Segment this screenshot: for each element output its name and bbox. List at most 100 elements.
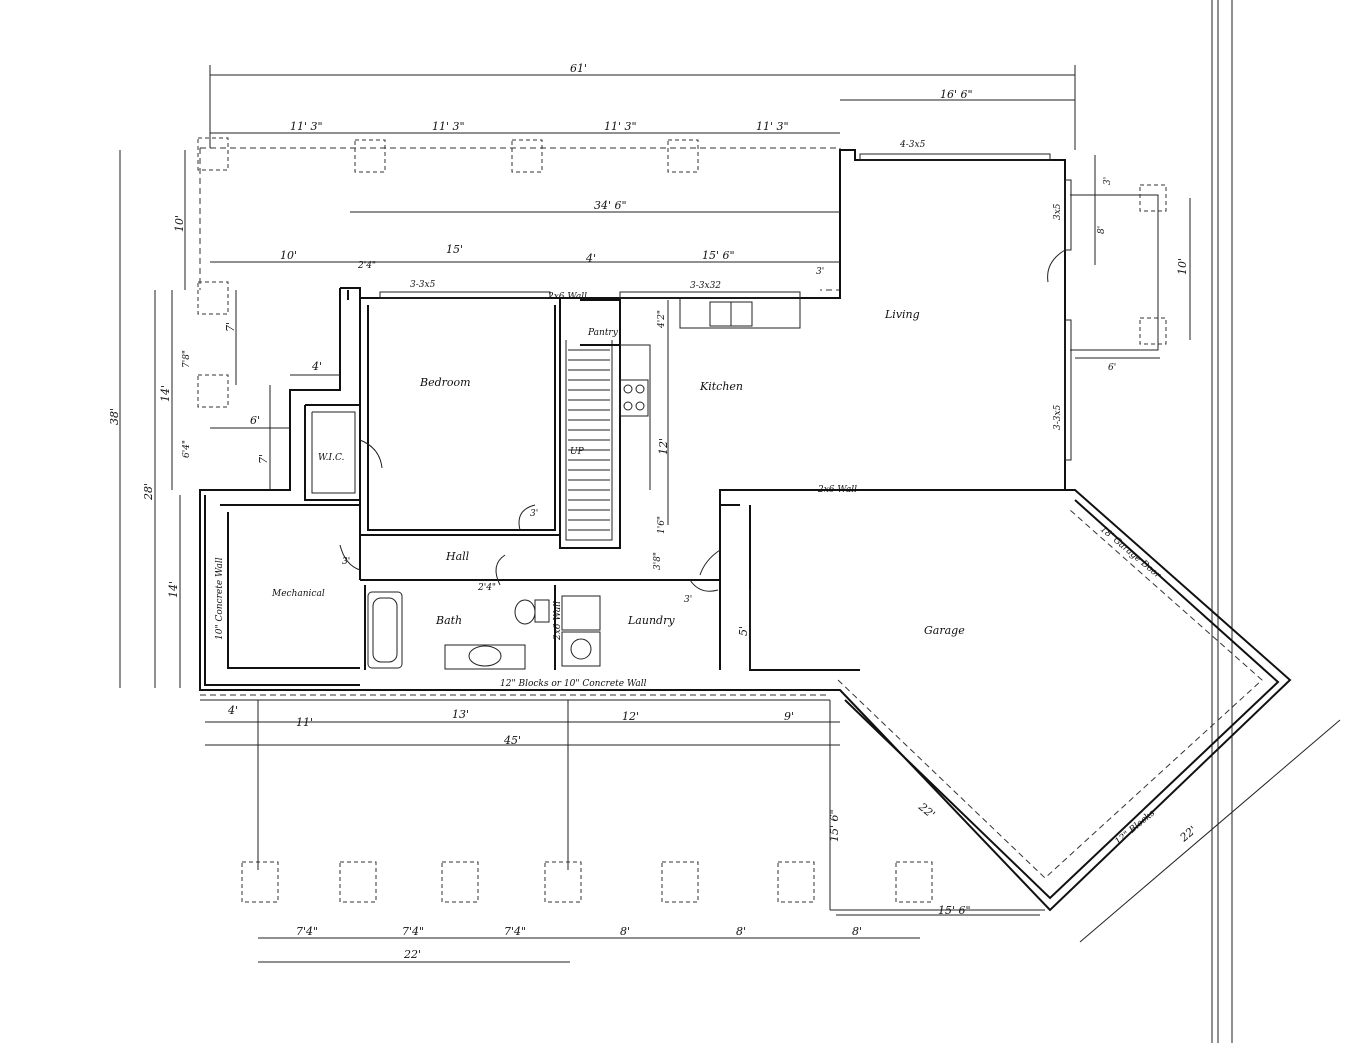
window-labels: 4-3x5 3-3x5 3-3x32 3x5 3-3x5 <box>410 140 1063 430</box>
note-2x6-garage: 2x6 Wall <box>817 485 857 495</box>
dim-seg-3: 3' <box>816 267 824 277</box>
doors <box>339 249 1066 592</box>
range-icon <box>619 379 649 417</box>
vanity-sink-icon <box>468 645 502 667</box>
stair-treads <box>568 349 610 531</box>
dim-pier-22: 22' <box>403 948 421 961</box>
dim-bay-4: 11' 3" <box>756 120 789 133</box>
window-east-low <box>1064 319 1072 461</box>
dim-bot-13: 13' <box>452 708 469 721</box>
dim-kitchen-1-6: 1'6" <box>657 516 667 534</box>
note-south-wall: 12" Blocks or 10" Concrete Wall <box>500 679 647 689</box>
dim-left-10: 10' <box>173 215 186 232</box>
dim-stair-3-8: 3'8" <box>653 552 663 570</box>
dim-left-6: 6' <box>250 414 260 427</box>
dim-inner-width: 34' 6" <box>594 199 627 212</box>
window-label-top-mid: 3-3x32 <box>690 281 721 291</box>
dim-pier-8a: 8' <box>620 925 630 938</box>
dryer-icon <box>561 631 601 667</box>
room-label-laundry: Laundry <box>627 614 675 627</box>
room-labels: Bedroom Living Kitchen Pantry W.I.C. Hal… <box>271 308 965 637</box>
room-label-kitchen: Kitchen <box>699 380 743 393</box>
room-label-garage: Garage <box>924 624 965 637</box>
dim-bot-9: 9' <box>784 710 794 723</box>
fixtures <box>367 153 1072 670</box>
dim-door-3b: 3' <box>342 557 350 567</box>
dim-pier-7-4b: 7'4" <box>402 925 424 938</box>
exterior-walls <box>199 147 1292 912</box>
dimension-lines <box>119 65 1341 963</box>
dim-seg-10: 10' <box>280 249 297 262</box>
toilet-icon <box>514 599 536 625</box>
dim-pier-7-4a: 7'4" <box>296 925 318 938</box>
dim-left-6-4: 6'4" <box>182 440 192 458</box>
window-label-east-low: 3-3x5 <box>1053 404 1063 430</box>
room-label-wic: W.I.C. <box>318 453 345 463</box>
dim-kitchen-12: 12' <box>657 438 670 455</box>
room-label-hall: Hall <box>445 550 470 563</box>
dim-kitchen-4-2: 4'2" <box>657 310 667 329</box>
dim-left-4: 4' <box>311 360 322 373</box>
east-porch <box>1070 184 1167 351</box>
window-label-east-top: 3x5 <box>1053 203 1063 220</box>
dim-east-offset: 16' 6" <box>940 88 973 101</box>
note-2x6-bath: 2x6 Wall <box>553 601 563 641</box>
note-garage-blocks: 12" Blocks <box>1114 808 1158 847</box>
dim-bay-3: 11' 3" <box>604 120 637 133</box>
dim-east-3: 3' <box>1103 177 1113 185</box>
dim-left-38: 38' <box>108 408 121 425</box>
dim-garage-22b: 22' <box>1177 823 1199 845</box>
dim-pier-8b: 8' <box>736 925 746 938</box>
window-top-right <box>859 153 1051 161</box>
window-top-mid <box>619 291 801 299</box>
dim-overall-width: 61' <box>570 62 587 75</box>
note-garage-door: 18' Garage Door <box>1098 525 1163 582</box>
window-east-top <box>1064 179 1072 251</box>
dim-door-3c: 3' <box>684 595 692 605</box>
window-label-top-left: 3-3x5 <box>410 280 436 290</box>
bathtub-icon <box>367 591 403 669</box>
dim-bot-11: 11' <box>296 716 313 729</box>
dim-east-6: 6' <box>1108 363 1116 373</box>
dim-left-7a: 7' <box>224 322 237 332</box>
dim-east-10: 10' <box>1176 258 1189 275</box>
dim-pier-8c: 8' <box>852 925 862 938</box>
dim-seg-2-4: 2'4" <box>357 261 376 271</box>
dim-seg-15: 15' <box>446 243 463 256</box>
dim-door-2-4: 2'4" <box>477 583 496 593</box>
dim-bay-2: 11' 3" <box>432 120 465 133</box>
dimension-labels: 61' 16' 6" 11' 3" 11' 3" 11' 3" 11' 3" 3… <box>108 62 1199 961</box>
stair-up-label: UP <box>570 447 585 457</box>
dim-left-14b: 14' <box>167 581 180 598</box>
dim-bot-12: 12' <box>622 710 639 723</box>
piers <box>197 137 1045 911</box>
note-2x6-top: 2x6 Wall <box>547 292 587 302</box>
page-edge-lines <box>1211 0 1233 1043</box>
dim-porch-15-6: 15' 6" <box>828 809 841 842</box>
window-label-top-right: 4-3x5 <box>899 140 926 150</box>
room-label-living: Living <box>884 308 920 321</box>
note-west-wall: 10" Concrete Wall <box>215 557 225 640</box>
room-label-bath: Bath <box>435 614 462 627</box>
room-label-mechanical: Mechanical <box>271 589 325 599</box>
window-top-left <box>379 291 551 299</box>
dim-bot-45: 45' <box>503 734 521 747</box>
dim-bot-4: 4' <box>227 704 238 717</box>
dim-door-3a: 3' <box>530 509 538 519</box>
wall-notes: 12" Blocks or 10" Concrete Wall 10" Conc… <box>215 292 1163 847</box>
washer-icon <box>561 595 601 631</box>
dim-garage-22a: 22' <box>915 800 937 822</box>
dim-seg-4: 4' <box>585 252 596 265</box>
interior-walls <box>220 298 860 671</box>
dim-left-14a: 14' <box>159 385 172 402</box>
dim-bay-1: 11' 3" <box>290 120 323 133</box>
room-label-pantry: Pantry <box>587 328 619 338</box>
dim-garage-5: 5' <box>737 626 750 636</box>
dim-left-7-8: 7'8" <box>182 350 192 368</box>
dim-left-7b: 7' <box>257 454 270 464</box>
room-label-bedroom: Bedroom <box>419 376 471 389</box>
dim-seg-15-6: 15' 6" <box>702 249 735 262</box>
dim-porch-15-6b: 15' 6" <box>938 904 971 917</box>
dim-left-28: 28' <box>142 483 155 501</box>
